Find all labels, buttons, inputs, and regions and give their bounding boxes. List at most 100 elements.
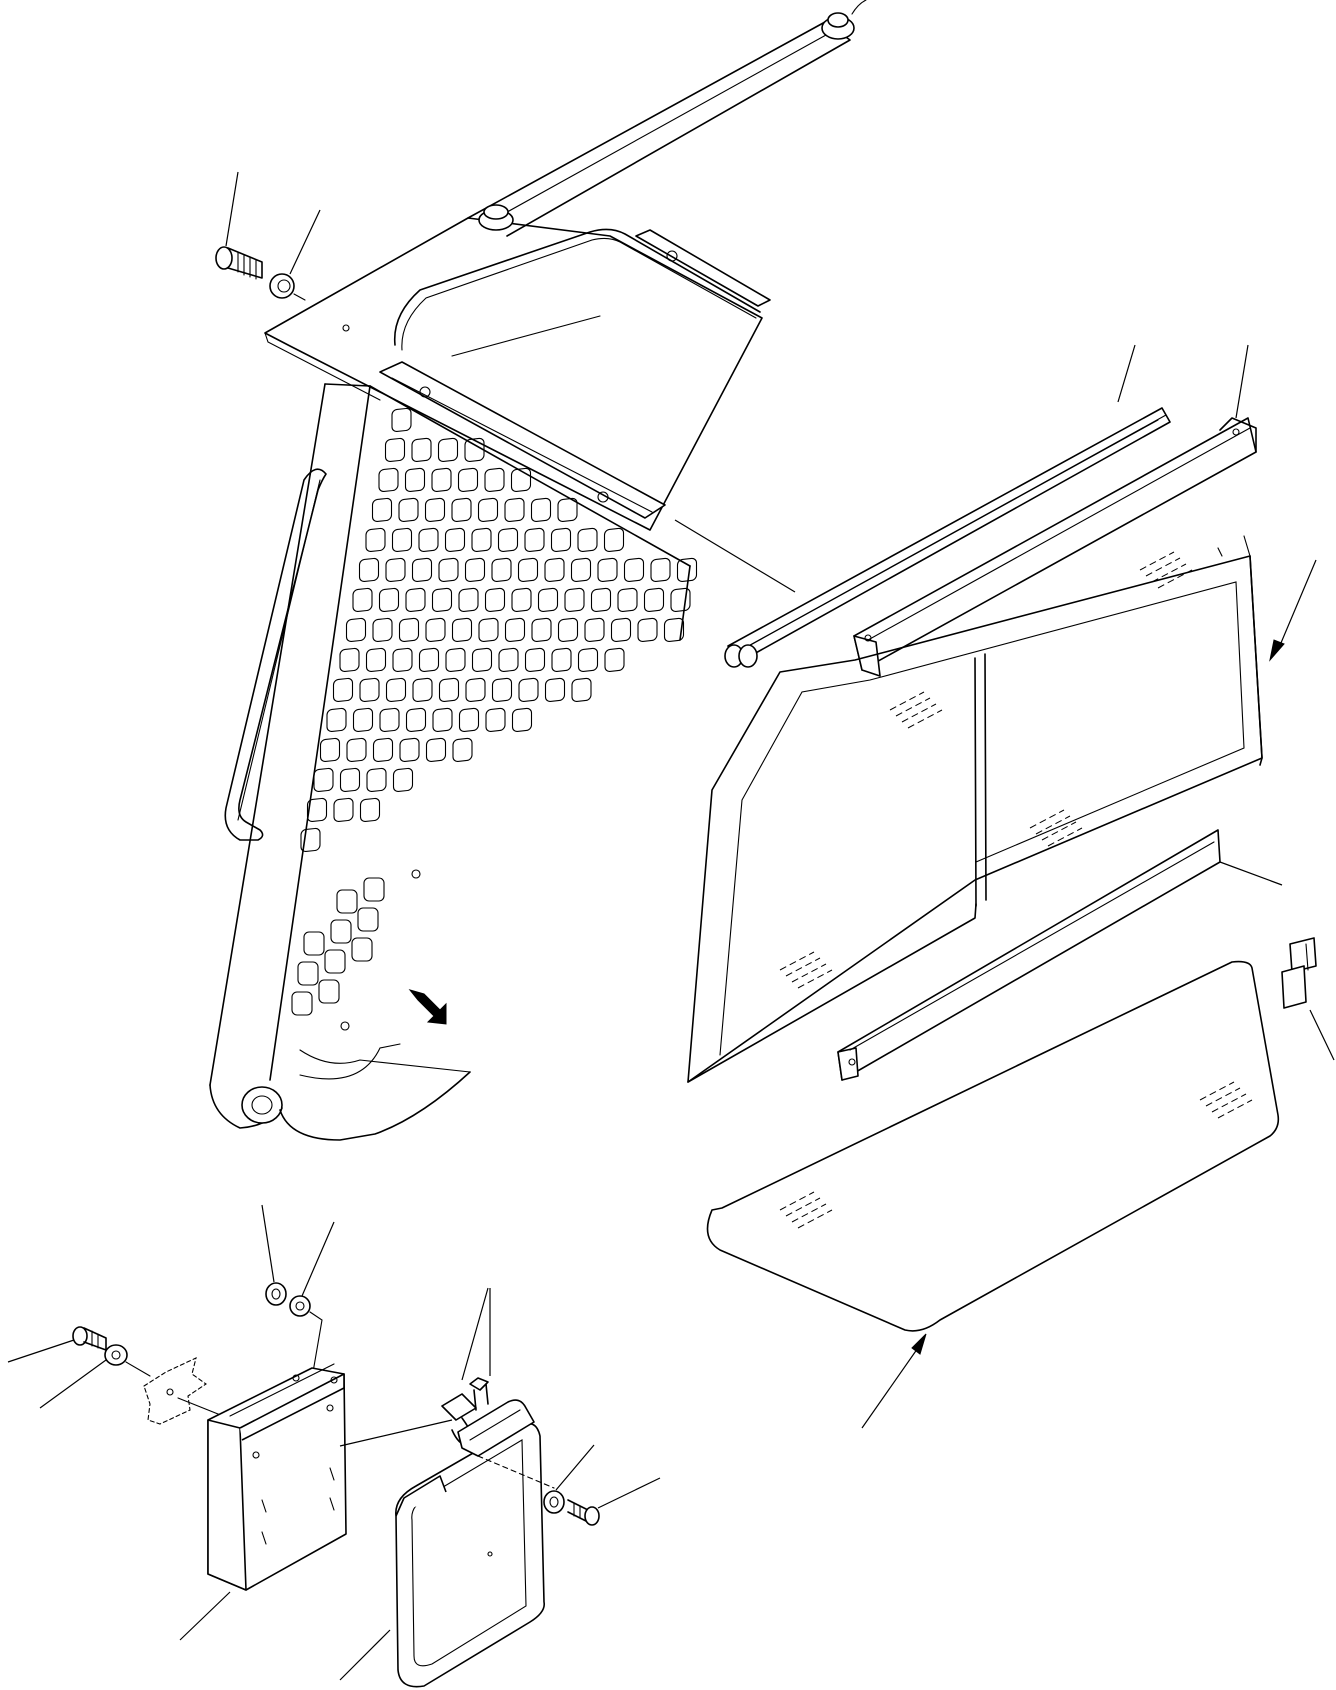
mesh-cell: [357, 907, 379, 932]
mesh-cell: [544, 557, 565, 582]
mesh-cell: [610, 617, 632, 642]
mesh-cell: [551, 647, 572, 672]
mesh-cell: [385, 677, 407, 703]
mesh-cell: [484, 467, 505, 493]
mesh-cell: [464, 557, 486, 583]
mesh-cell: [604, 647, 625, 672]
mesh-cell: [411, 437, 432, 463]
mesh-cell: [557, 497, 578, 522]
mesh-cell: [511, 707, 533, 733]
mesh-cell: [431, 587, 453, 613]
glass-reflection-mark: [1217, 1099, 1253, 1119]
glass-reflection-mark: [797, 969, 833, 989]
mesh-cell: [524, 647, 546, 673]
mesh-cell: [452, 737, 473, 763]
bolt: [215, 246, 263, 280]
mesh-cell: [392, 767, 414, 793]
mesh-cell: [550, 527, 572, 552]
mesh-cell: [650, 557, 671, 582]
mesh-cell: [372, 617, 393, 643]
mesh-cell: [504, 497, 525, 523]
mesh-cell: [431, 467, 452, 493]
mesh-cell: [670, 587, 691, 612]
washer: [543, 1490, 565, 1514]
side-window-frame: [687, 535, 1263, 1083]
glass-reflection-mark: [1041, 821, 1077, 841]
mesh-cell: [291, 991, 313, 1016]
mesh-cell: [451, 497, 472, 523]
mesh-cell: [570, 557, 592, 582]
glass-reflection-mark: [1139, 551, 1175, 571]
mesh-cell: [336, 889, 358, 914]
mesh-cell: [518, 677, 539, 703]
mesh-cell: [471, 527, 492, 553]
glass-reflection-mark: [785, 1197, 821, 1217]
mesh-cell: [451, 617, 473, 643]
mesh-cell: [358, 557, 380, 583]
glass-reflection-mark: [779, 1191, 815, 1211]
mesh-cell: [498, 647, 519, 673]
glass-reflection-mark: [895, 697, 931, 717]
upper-rail: [724, 407, 1171, 668]
glass-reflection-mark: [1145, 557, 1181, 577]
glass-reflection-mark: [1035, 815, 1071, 835]
glass-reflection-mark: [1205, 1087, 1241, 1107]
glass-reflection-mark: [901, 703, 937, 723]
washer: [289, 1295, 311, 1317]
glass-reflection-mark: [797, 1209, 833, 1229]
mesh-cell: [339, 767, 361, 793]
mesh-cell: [531, 617, 552, 642]
mounting-bracket-box: [207, 1363, 347, 1591]
mesh-cell: [571, 677, 592, 702]
mesh-cell: [424, 497, 446, 523]
glass-reflection-mark: [791, 963, 827, 983]
mesh-cell: [405, 587, 426, 613]
mesh-cell: [391, 407, 412, 433]
mesh-cell: [437, 437, 459, 463]
mesh-cell: [384, 437, 406, 463]
mesh-cell: [365, 647, 387, 673]
mesh-cell: [371, 497, 393, 523]
glass-reflection-marks: [779, 551, 1253, 1229]
mesh-cell: [392, 647, 413, 673]
mesh-cell: [577, 647, 599, 672]
washer: [269, 273, 295, 299]
mesh-cell: [418, 647, 440, 673]
mesh-cell: [339, 647, 360, 673]
mesh-cell: [597, 557, 618, 582]
mesh-cell: [385, 557, 406, 583]
glass-reflection-mark: [1157, 569, 1193, 589]
mesh-cell: [663, 617, 685, 642]
mesh-cell: [297, 961, 319, 986]
mesh-cell: [398, 497, 419, 523]
mesh-cell: [398, 617, 420, 643]
mesh-cell: [359, 677, 380, 703]
mesh-cell: [359, 797, 381, 823]
mesh-cell: [458, 707, 480, 733]
side-post: [209, 383, 371, 1129]
mesh-cell: [530, 497, 552, 522]
mesh-cell: [351, 937, 373, 962]
glass-reflection-mark: [785, 957, 821, 977]
glass-reflection-mark: [889, 691, 925, 711]
mesh-cell: [300, 827, 321, 853]
mesh-cell: [491, 557, 512, 583]
mesh-cell: [425, 617, 446, 643]
glass-reflection-mark: [791, 1203, 827, 1223]
mesh-cell: [504, 617, 526, 643]
glass-reflection-mark: [1047, 827, 1083, 847]
mesh-cell: [378, 467, 399, 493]
washer: [104, 1344, 128, 1366]
mesh-cell: [333, 797, 354, 823]
mesh-cell: [590, 587, 612, 612]
mesh-cell: [313, 767, 334, 793]
bolt: [567, 1499, 600, 1526]
mesh-cell: [617, 587, 638, 612]
glass-reflection-mark: [1151, 563, 1187, 583]
mesh-cell: [363, 877, 385, 902]
mesh-cell: [465, 677, 486, 703]
mesh-cell: [404, 467, 426, 493]
lower-glass-panel: [706, 960, 1280, 1332]
mesh-cells-lower: [291, 877, 385, 1016]
glass-reflection-mark: [1211, 1093, 1247, 1113]
